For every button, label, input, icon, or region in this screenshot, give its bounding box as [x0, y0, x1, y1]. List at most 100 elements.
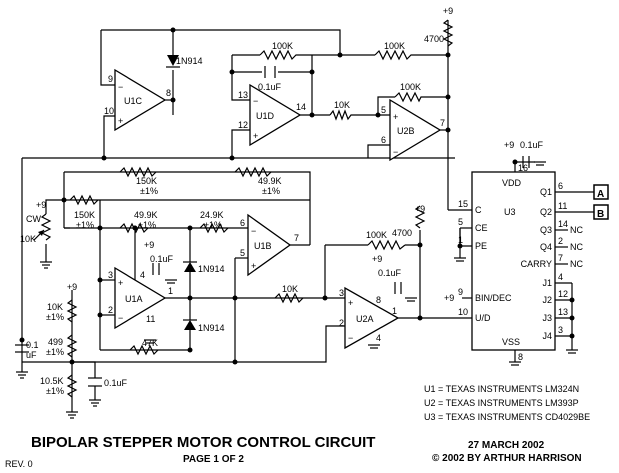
svg-text:+: + [118, 116, 123, 126]
svg-text:±1%: ±1% [76, 220, 94, 230]
ground-icon [40, 261, 52, 269]
resistor-100k-top [374, 49, 415, 61]
capacitors [15, 66, 530, 387]
pot-cw-label: CW [26, 214, 41, 224]
ic-pin-signal: CE [475, 223, 488, 233]
svg-text:uF: uF [26, 350, 37, 360]
svg-text:±1%: ±1% [46, 312, 64, 322]
ground-icon [454, 257, 466, 262]
svg-text:8: 8 [166, 88, 171, 98]
svg-text:3: 3 [339, 288, 344, 298]
opamp-u1d: U1D − + 13 12 14 [238, 83, 306, 147]
no-connect-label: NC [570, 259, 583, 269]
ic-pin-number: 7 [558, 253, 563, 263]
resistor-100k-u2a [367, 239, 406, 251]
page-number: PAGE 1 OF 2 [183, 454, 244, 465]
resistor-47k [129, 344, 159, 356]
ic-pin-signal: Q4 [540, 242, 552, 252]
ic-pin-signal: Q2 [540, 207, 552, 217]
supply-label: +9 [36, 200, 46, 210]
ic-pin-signal: J3 [542, 313, 552, 323]
svg-text:±1%: ±1% [138, 220, 156, 230]
output-a: A [593, 184, 609, 200]
ic-label: U3 [504, 207, 516, 217]
resistor-label: 10.5K [40, 376, 64, 386]
ic-pin-signal: PE [475, 241, 487, 251]
opamp-label: U1B [254, 241, 272, 251]
resistor-249k [199, 222, 229, 234]
resistor-499k-top [234, 166, 272, 178]
resistor-10k-ladder [66, 299, 78, 323]
ic-pin-signal: J4 [542, 331, 552, 341]
svg-text:U2 = TEXAS INSTRUMENTS LM393P: U2 = TEXAS INSTRUMENTS LM393P [424, 398, 579, 408]
ic-pin-number: 11 [558, 201, 567, 211]
svg-text:7: 7 [440, 118, 445, 128]
resistor-100k-u1d [259, 49, 300, 61]
ic-pin-number: 5 [458, 217, 463, 227]
page-title: BIPOLAR STEPPER MOTOR CONTROL CIRCUIT [31, 434, 375, 451]
svg-text:U3 = TEXAS INSTRUMENTS CD4029B: U3 = TEXAS INSTRUMENTS CD4029BE [424, 412, 590, 422]
supply-label: +9 [443, 6, 453, 16]
parts-list: U1 = TEXAS INSTRUMENTS LM324N U2 = TEXAS… [424, 384, 590, 422]
capacitor-label: 0.1uF [378, 268, 402, 278]
svg-text:10: 10 [104, 106, 114, 116]
resistor-label: 150K [74, 210, 95, 220]
resistor-10k-u2b [329, 109, 360, 121]
resistors [33, 19, 454, 398]
svg-text:+: + [251, 261, 256, 271]
ic-pin-number: 1 [458, 235, 463, 245]
svg-text:6: 6 [381, 135, 386, 145]
ic-pin-number: 15 [458, 199, 468, 209]
svg-text:3: 3 [108, 270, 113, 280]
ic-pin-signal: J1 [542, 278, 552, 288]
ic-pin-number: 9 [458, 287, 463, 297]
resistor-label: 499 [48, 337, 63, 347]
svg-text:−: − [253, 96, 258, 106]
ground-icon [405, 297, 417, 302]
date: 27 MARCH 2002 [468, 440, 545, 451]
pot-label: 10K [20, 234, 36, 244]
supply-label: +9 [144, 240, 154, 250]
resistor-4700-u2a [414, 205, 426, 229]
svg-text:16: 16 [518, 163, 528, 173]
opamp-label: U1C [124, 96, 143, 106]
ic-pin-number: 14 [558, 219, 568, 229]
resistor-label: 100K [384, 41, 405, 51]
resistor-label: 4700 [424, 34, 444, 44]
diode-1n914-b [184, 320, 196, 330]
ic-pin-number: 10 [458, 307, 468, 317]
svg-text:14: 14 [296, 102, 306, 112]
resistor-105k-ladder [66, 374, 78, 398]
vss-label: VSS [502, 337, 520, 347]
svg-text:4: 4 [376, 333, 381, 343]
capacitor-label: 0.1 [26, 340, 39, 350]
opamp-u1b: U1B − + 6 5 7 [240, 213, 299, 277]
svg-text:±1%: ±1% [140, 186, 158, 196]
ic-pin-signal: BIN/DEC [475, 293, 512, 303]
svg-text:−: − [118, 82, 123, 92]
resistor-label: 10K [282, 284, 298, 294]
resistor-label: 10K [334, 100, 350, 110]
svg-text:4: 4 [140, 270, 145, 280]
resistor-499-ladder [66, 334, 78, 358]
diodes [166, 55, 197, 330]
capacitor-label: 0.1uF [258, 82, 282, 92]
ic-pin-number: 2 [558, 236, 563, 246]
ic-pin-signal: J2 [542, 295, 552, 305]
svg-text:11: 11 [146, 314, 155, 324]
ic-pin-signal: C [475, 205, 482, 215]
diode-label: 1N914 [198, 264, 225, 274]
svg-text:±1%: ±1% [46, 386, 64, 396]
svg-text:±1%: ±1% [262, 186, 280, 196]
supply-label: +9 [504, 140, 514, 150]
svg-text:6: 6 [240, 218, 245, 228]
svg-text:9: 9 [108, 74, 113, 84]
supply-label: +9 [415, 204, 425, 214]
ic-pin-number: 12 [558, 289, 568, 299]
ground-icon [165, 279, 177, 284]
resistor-label: 10K [47, 302, 63, 312]
resistor-label: 49.9K [134, 210, 158, 220]
ground-icon [66, 411, 78, 419]
